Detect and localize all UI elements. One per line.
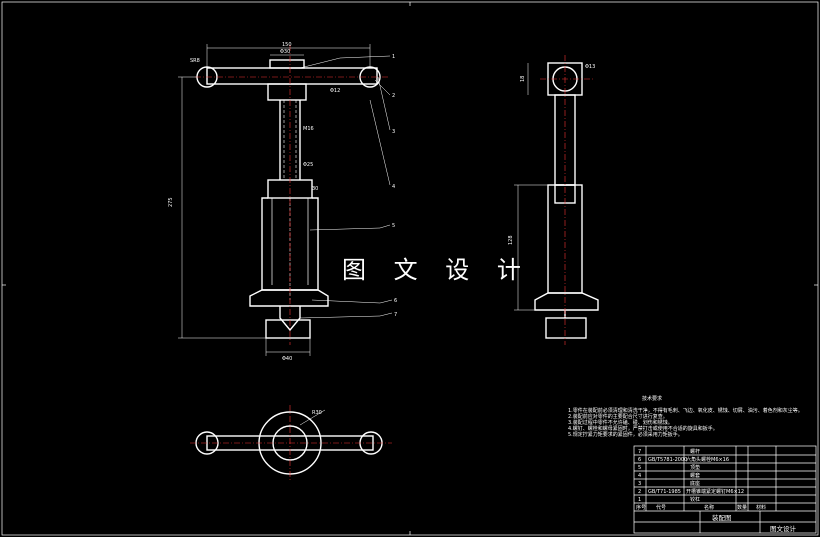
- svg-text:GB/T5781-2000: GB/T5781-2000: [648, 457, 687, 463]
- drawing-title: 装配图: [712, 513, 732, 522]
- handle-bar: [206, 67, 378, 85]
- plan-view: R30: [190, 405, 392, 482]
- plan-dim-text: R30: [312, 410, 322, 416]
- bottom-nut: [265, 319, 311, 339]
- tech-req-title: 技术要求: [642, 395, 662, 402]
- svg-text:序号: 序号: [636, 504, 646, 511]
- front-view: 150 Φ30 SR8 Φ12 M16 Φ25 30 275 Φ40: [168, 42, 393, 362]
- svg-text:6: 6: [394, 298, 397, 304]
- svg-text:5: 5: [392, 223, 395, 229]
- side-view: 18 128 Φ13: [508, 55, 599, 345]
- svg-text:5: 5: [638, 465, 641, 471]
- watermark-text: 图 文 设 计: [342, 256, 531, 284]
- side-dim-ball-text: Φ13: [585, 64, 595, 70]
- svg-text:1: 1: [392, 54, 395, 60]
- svg-text:开槽锥端紧定螺钉M6×12: 开槽锥端紧定螺钉M6×12: [686, 488, 744, 495]
- svg-text:7: 7: [394, 312, 397, 318]
- dim-base-text: Φ40: [282, 356, 292, 362]
- dim-ball-text: SR8: [190, 58, 200, 64]
- top-block: [269, 59, 305, 69]
- bom-table: 7 螺杆 6 GB/T5781-2000 六角头螺栓M6×16 5 顶垫 4 螺…: [633, 445, 817, 534]
- svg-text:4: 4: [392, 184, 395, 190]
- side-dim-top-text: 18: [520, 76, 526, 82]
- svg-text:螺套: 螺套: [690, 472, 700, 479]
- svg-text:螺杆: 螺杆: [690, 448, 700, 455]
- company-name: 图文设计: [770, 524, 797, 533]
- svg-text:GB/T71-1985: GB/T71-1985: [648, 489, 681, 495]
- dim-height-text: 275: [168, 197, 174, 207]
- svg-text:2: 2: [392, 93, 395, 99]
- svg-text:3: 3: [638, 481, 641, 487]
- dim-handle-text: Φ12: [330, 88, 340, 94]
- svg-text:4: 4: [638, 473, 641, 479]
- svg-text:六角头螺栓M6×16: 六角头螺栓M6×16: [686, 456, 729, 463]
- svg-text:6: 6: [638, 457, 641, 463]
- dim-top-width-text: 150: [282, 42, 292, 48]
- tech-req-line-1: 1.零件在装配前必须清理和清洗干净，不得有毛刺、飞边、氧化皮、锈蚀、切屑、油污、…: [568, 407, 803, 414]
- dim-shaft-m-text: M16: [303, 126, 314, 132]
- svg-text:名称: 名称: [704, 504, 714, 511]
- side-dim-len-text: 128: [508, 235, 514, 245]
- svg-text:材料: 材料: [756, 504, 766, 511]
- dim-sleeve-text: 30: [312, 186, 318, 192]
- balloons: 1 2 3 4 5 6 7: [392, 54, 397, 318]
- tech-req-line-4: 4.螺钉、螺栓和螺母紧固时，严禁打击或使用不合适的旋具和扳手。: [568, 425, 718, 432]
- svg-text:代号: 代号: [656, 504, 666, 511]
- side-nut: [545, 317, 587, 339]
- tech-requirements: 技术要求 1.零件在装配前必须清理和清洗干净，不得有毛刺、飞边、氧化皮、锈蚀、切…: [568, 395, 803, 438]
- base-flange: [249, 289, 329, 307]
- svg-text:3: 3: [392, 129, 395, 135]
- hub: [267, 83, 307, 101]
- svg-text:顶垫: 顶垫: [690, 464, 700, 471]
- tech-req-line-3: 3.装配过程中零件不允许磕、碰、划伤和锈蚀。: [568, 419, 673, 426]
- dim-top-dia-text: Φ30: [280, 49, 290, 55]
- svg-text:2: 2: [638, 489, 641, 495]
- side-base: [534, 292, 599, 311]
- tech-req-line-5: 5.规定拧紧力矩要求的紧固件，必须采用力矩扳手。: [568, 431, 683, 438]
- svg-text:底座: 底座: [690, 480, 700, 487]
- svg-text:7: 7: [638, 449, 641, 455]
- tech-req-line-2: 2.装配前应对零件的主要配合尺寸进行复查。: [568, 413, 668, 420]
- svg-text:铰杠: 铰杠: [690, 496, 700, 503]
- dim-shaft-dia-text: Φ25: [303, 162, 313, 168]
- svg-text:数量: 数量: [737, 504, 747, 511]
- svg-text:1: 1: [638, 497, 641, 503]
